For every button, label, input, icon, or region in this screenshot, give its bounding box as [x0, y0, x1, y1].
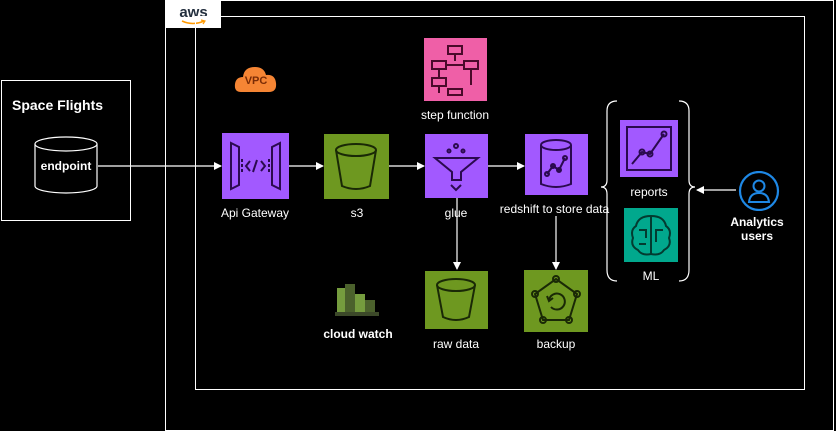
step-function-node [424, 38, 487, 101]
vpc-frame [195, 16, 805, 390]
api-gateway-node [222, 133, 289, 199]
ml-node [624, 208, 678, 262]
step-functions-icon [431, 45, 479, 96]
raw-data-node [425, 271, 488, 329]
api-gateway-icon [230, 141, 281, 191]
step-function-label: step function [420, 108, 490, 122]
aws-smile-icon [181, 19, 206, 25]
backup-node [524, 270, 588, 332]
database-icon [34, 136, 98, 194]
vpc-cloud-icon [234, 67, 277, 92]
glue-icon [432, 143, 481, 192]
reports-label: reports [630, 185, 668, 199]
right-brace [678, 100, 696, 282]
s3-node [324, 134, 389, 199]
glue-label: glue [444, 206, 468, 220]
analytics-users-node [737, 170, 781, 212]
reports-node [620, 120, 678, 177]
cloud-watch-label: cloud watch [323, 327, 393, 341]
ml-label: ML [642, 269, 660, 283]
s3-label: s3 [350, 206, 364, 220]
vpc-badge-label: VPC [244, 75, 268, 87]
analytics-users-label: Analytics users [730, 215, 784, 243]
backup-label: backup [536, 337, 576, 351]
s3-bucket-icon [335, 143, 377, 190]
endpoint-label: endpoint [40, 159, 92, 173]
api-gateway-label: Api Gateway [220, 206, 290, 220]
cloudwatch-icon [335, 284, 379, 316]
vpc-badge: VPC [233, 62, 279, 96]
users-icon [738, 170, 780, 212]
redshift-icon [540, 139, 572, 188]
redshift-node [525, 134, 588, 195]
cloud-watch-node [333, 282, 383, 318]
endpoint-database: endpoint [34, 136, 98, 194]
source-panel [1, 80, 131, 221]
quicksight-icon [626, 126, 672, 171]
glue-node [425, 134, 488, 198]
source-panel-title: Space Flights [12, 97, 104, 113]
s3-bucket-icon [436, 278, 476, 321]
raw-data-label: raw data [432, 337, 480, 351]
backup-icon [531, 275, 581, 324]
redshift-label: redshift to store data [499, 202, 610, 216]
sagemaker-icon [631, 215, 671, 256]
left-brace [600, 100, 618, 282]
